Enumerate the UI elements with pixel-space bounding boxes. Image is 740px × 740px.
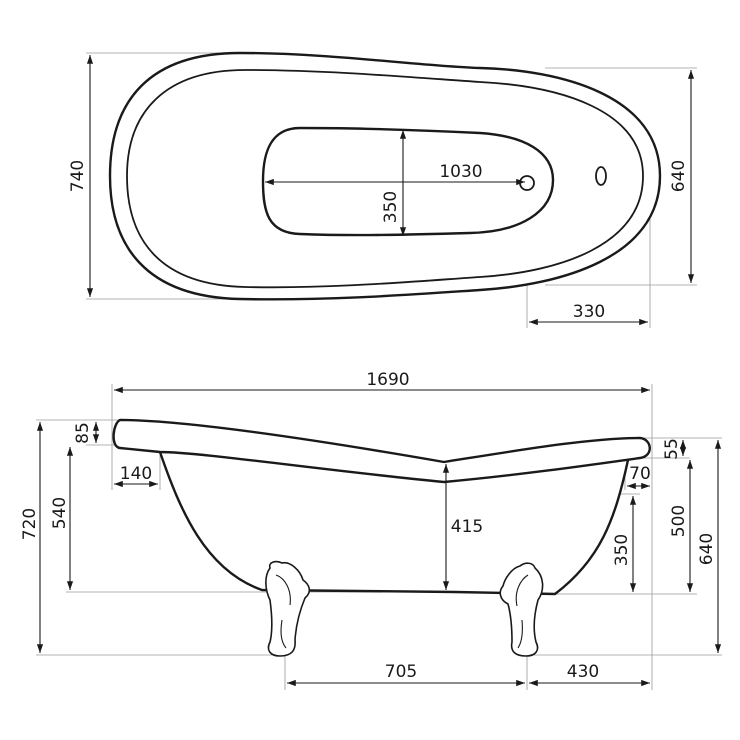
claw-foot-left-shape: [265, 560, 311, 657]
dim-label-inner-length: 1030: [439, 162, 482, 182]
side-view: 1690 85 140 720 540 415 55 70 640 500 35…: [20, 370, 722, 690]
dim-label-center-depth: 415: [451, 517, 483, 537]
dim-label-leg-to-end: 430: [567, 662, 599, 682]
dim-label-leg-spacing: 705: [385, 662, 417, 682]
dim-label-drain-offset: 330: [573, 302, 605, 322]
dim-label-drain-height: 350: [612, 534, 632, 566]
claw-foot-left: [265, 560, 311, 657]
dim-label-left-overhang: 140: [120, 464, 152, 484]
dim-label-height-left: 540: [50, 497, 70, 529]
dim-label-rim-thickness-right: 55: [662, 438, 682, 460]
dim-label-overall-height: 720: [20, 508, 40, 540]
dim-label-right-overhang: 70: [629, 464, 651, 484]
dim-label-height-right: 640: [697, 533, 717, 565]
tub-inner-rim: [126, 69, 644, 289]
dim-label-rim-width: 640: [669, 160, 689, 192]
tub-rim: [112, 418, 651, 484]
claw-foot-right: [499, 562, 544, 657]
claw-foot-left-detail: [275, 574, 291, 649]
dim-label-overall-length: 1690: [366, 370, 409, 390]
dim-label-height-right-inner: 500: [669, 505, 689, 537]
claw-foot-right-shape: [499, 562, 544, 657]
claw-foot-right-detail: [515, 574, 529, 649]
overflow-icon: [595, 166, 607, 186]
top-view: 740 1030 350 640 330: [68, 51, 697, 328]
tub-body: [158, 450, 630, 596]
dim-label-overall-width: 740: [68, 160, 88, 192]
dim-label-rim-thickness-left: 85: [73, 422, 93, 444]
dim-label-inner-width: 350: [381, 191, 401, 223]
